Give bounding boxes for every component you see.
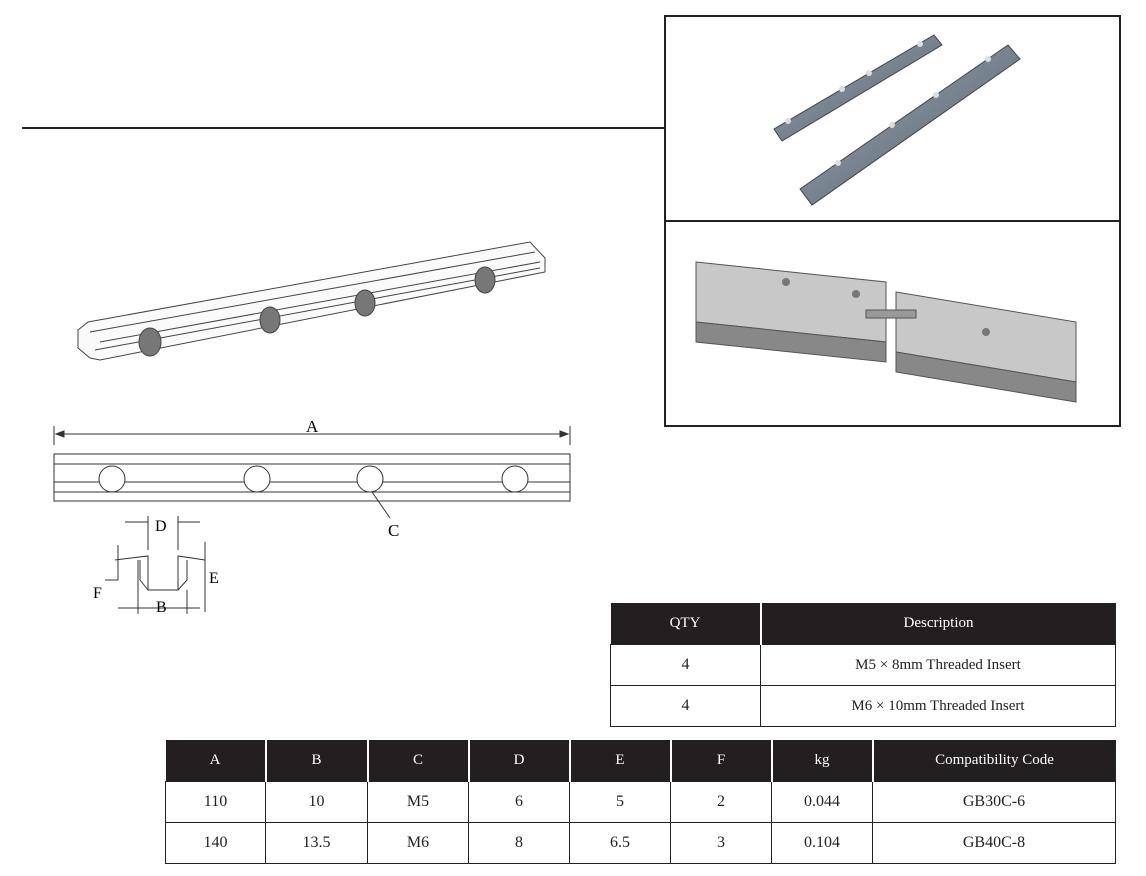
cell: 6 [468, 781, 570, 823]
label-b: B [156, 599, 167, 616]
cell: 2 [670, 781, 772, 823]
cell-qty: 4 [610, 644, 761, 686]
technical-drawing: A C D E F B [53, 241, 571, 616]
header-description: Description [759, 603, 1116, 645]
photo-assembled-profiles [664, 220, 1121, 427]
cell: 5 [569, 781, 671, 823]
photo-connector-bars [664, 15, 1121, 222]
cell: M5 [367, 781, 469, 823]
header-qty: QTY [610, 603, 761, 645]
header-kg: kg [770, 740, 873, 782]
cell: 6.5 [569, 822, 671, 864]
label-d: D [155, 518, 167, 535]
side-view [53, 426, 571, 519]
assembled-profiles-image [695, 261, 1077, 403]
cell: M6 [367, 822, 469, 864]
cell: 10 [265, 781, 368, 823]
cell: GB40C-8 [872, 822, 1116, 864]
cell: 8 [468, 822, 570, 864]
label-f: F [93, 585, 102, 602]
header-c: C [366, 740, 469, 782]
divider-line [22, 127, 664, 129]
header-f: F [669, 740, 772, 782]
table-row: 140 13.5 M6 8 6.5 3 0.104 GB40C-8 [165, 822, 1116, 864]
header-d: D [467, 740, 570, 782]
table-row: 4 M5 × 8mm Threaded Insert [610, 644, 1116, 686]
table-header-row: A B C D E F kg Compatibility Code [165, 740, 1116, 782]
cross-section [105, 516, 206, 614]
header-e: E [568, 740, 671, 782]
table-header-row: QTY Description [610, 603, 1116, 645]
cell: 0.104 [771, 822, 873, 864]
label-a: A [306, 417, 319, 436]
header-compatibility-code: Compatibility Code [871, 740, 1116, 782]
header-a: A [165, 740, 266, 782]
cell: 13.5 [265, 822, 368, 864]
header-b: B [264, 740, 368, 782]
cell: 0.044 [771, 781, 873, 823]
cell-qty: 4 [610, 685, 761, 727]
cell-description: M5 × 8mm Threaded Insert [760, 644, 1116, 686]
cell: GB30C-6 [872, 781, 1116, 823]
label-e: E [209, 570, 219, 587]
connector-bars-image [773, 34, 1021, 206]
spec-table: A B C D E F kg Compatibility Code 110 10… [165, 740, 1116, 864]
cell-description: M6 × 10mm Threaded Insert [760, 685, 1116, 727]
isometric-bar [77, 241, 546, 361]
cell: 140 [165, 822, 266, 864]
table-row: 4 M6 × 10mm Threaded Insert [610, 685, 1116, 727]
label-c: C [388, 521, 399, 540]
contents-table: QTY Description 4 M5 × 8mm Threaded Inse… [610, 603, 1116, 727]
cell: 3 [670, 822, 772, 864]
table-row: 110 10 M5 6 5 2 0.044 GB30C-6 [165, 781, 1116, 823]
cell: 110 [165, 781, 266, 823]
